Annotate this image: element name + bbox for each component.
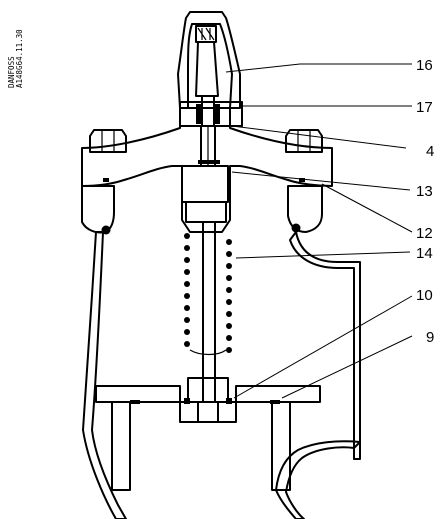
label-10: 10 [416,287,433,304]
flange-block-right [287,185,323,233]
label-14: 14 [416,245,433,262]
stem [198,125,220,403]
callout-labels: 16 17 4 13 12 14 10 9 [416,57,434,346]
manufacturer-text: DANFOSS A148G64.11.30 [7,29,24,88]
bolt-right [285,129,323,182]
label-16: 16 [416,57,433,74]
manufacturer-line1: DANFOSS [7,56,16,88]
top-cap [177,11,241,109]
label-12: 12 [416,225,433,242]
flange-block-left [81,185,115,235]
valve-body [82,231,361,519]
spring [184,233,232,356]
label-13: 13 [416,183,433,200]
gland-nut [179,95,243,127]
leader-lines [225,63,413,399]
label-4: 4 [426,143,434,160]
label-9: 9 [426,329,434,346]
label-17: 17 [416,99,433,116]
bolt-left [89,129,127,182]
valve-seat [130,400,280,404]
drawing-number: A148G64.11.30 [15,29,24,88]
